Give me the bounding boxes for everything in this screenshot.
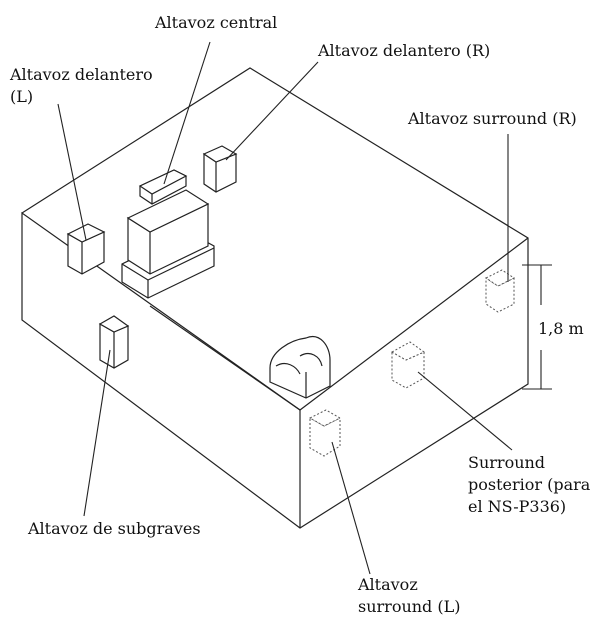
label-front-left-speaker-line2: (L) — [10, 87, 34, 106]
subwoofer — [98, 315, 130, 369]
front-right-speaker — [202, 145, 238, 193]
sofa — [269, 336, 331, 399]
surround-right-speaker — [485, 269, 515, 313]
front-left-speaker — [66, 223, 106, 275]
label-surround-left-line1: Altavoz — [358, 575, 418, 594]
leader-surround-left — [331, 441, 371, 575]
label-front-right-speaker: Altavoz delantero (R) — [318, 41, 491, 60]
label-surround-back-line3: el NS-P336) — [468, 497, 567, 516]
leader-surround-back — [417, 371, 513, 451]
room-box — [21, 67, 529, 529]
surround-back-speaker — [390, 341, 426, 389]
label-height: 1,8 m — [538, 319, 584, 338]
tv-set — [121, 189, 215, 299]
label-surround-back-line1: Surround — [468, 453, 546, 472]
leader-subwoofer — [83, 349, 111, 517]
height-dimension — [522, 264, 552, 390]
label-subwoofer: Altavoz de subgraves — [28, 519, 201, 538]
label-center-speaker: Altavoz central — [155, 13, 278, 32]
leader-front-left — [57, 103, 87, 241]
label-surround-right-speaker: Altavoz surround (R) — [408, 109, 577, 128]
surround-left-speaker — [308, 409, 342, 457]
label-surround-left-line2: surround (L) — [358, 597, 461, 616]
center-speaker — [138, 169, 188, 205]
leader-center — [163, 41, 211, 185]
label-surround-back-line2: posterior (para — [468, 475, 591, 494]
leader-front-right — [225, 61, 319, 161]
leader-lines — [57, 41, 513, 575]
label-front-left-speaker-line1: Altavoz delantero — [10, 65, 153, 84]
